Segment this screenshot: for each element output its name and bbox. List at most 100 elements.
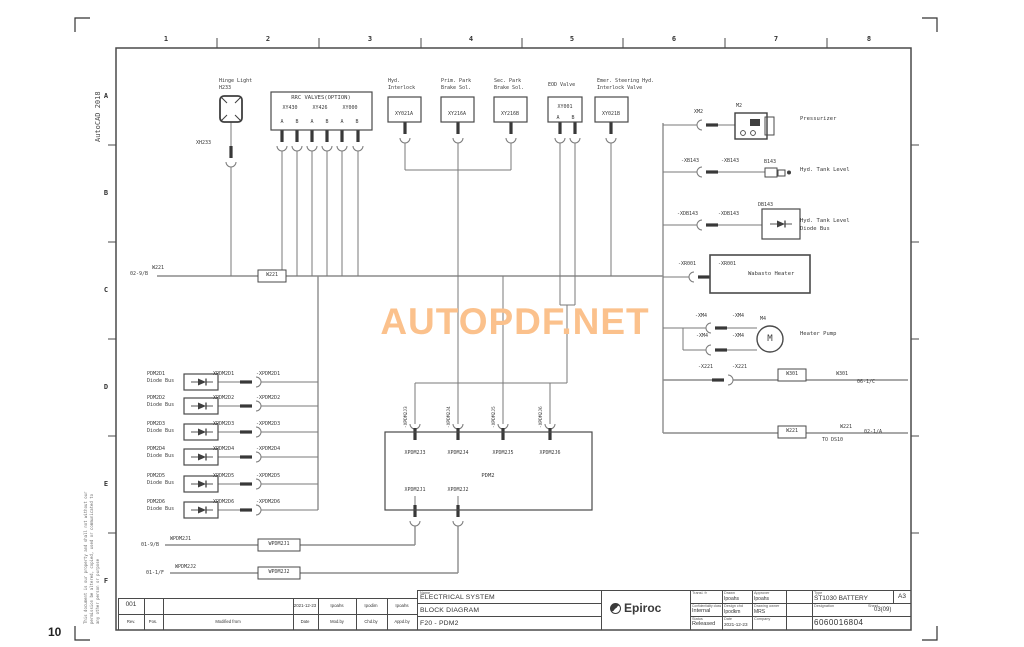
type-value: ST1030 BATTERY	[814, 595, 868, 602]
pdm2-wire-j5: -XPDM2J5	[492, 406, 497, 428]
status-value: Released	[692, 621, 716, 627]
pdm2d1-wire1: -XPDM2D1	[210, 371, 235, 377]
valve4-id: XY001	[557, 104, 573, 110]
wabasto-heater-label: Wabasto Heater	[748, 271, 795, 277]
drawing-owner-value: MRS	[754, 609, 766, 615]
pdm2-wire-j4: -XPDM2J4	[447, 406, 452, 428]
m4-motor-circle	[756, 325, 784, 353]
revision-header-date: Date	[300, 619, 310, 624]
pdm2d4-name: PDM2D4	[147, 446, 166, 452]
w301-tag: W301	[785, 371, 799, 377]
pdm2-conn-j6: XPDM2J6	[539, 450, 561, 456]
sheet-value: 03(09)	[874, 607, 892, 613]
pdm2d6-name: PDM2D6	[147, 499, 166, 505]
pdm2d2-wire2: -XPDM2D2	[256, 395, 281, 401]
designation-label: Designation	[814, 604, 835, 608]
approver-label: Approver	[754, 591, 770, 595]
m2-motor-details	[740, 119, 760, 136]
pdm2d4-sub: Diode Bus	[147, 453, 175, 459]
heater-pump-desc: Heater Pump	[800, 331, 837, 337]
grid-col-7: 7	[773, 35, 779, 43]
pdm2d1-wire2: -XPDM2D1	[256, 371, 281, 377]
transl-label: Transl. fr	[692, 591, 707, 595]
diode-bus-desc2: Diode Bus	[800, 226, 830, 232]
component-boxes	[183, 91, 811, 519]
hinge-light-id: H233	[219, 85, 232, 91]
valve4-terminal-b: B	[571, 115, 575, 121]
xr001-wire1: -XR001	[678, 261, 697, 267]
grid-col-8: 8	[866, 35, 872, 43]
pdm2-title: PDM2	[481, 473, 495, 479]
valve2-caption2: Brake Sol.	[441, 85, 472, 91]
drawn-value: Ipoahs	[724, 596, 740, 602]
bus-in-wire: W221	[152, 265, 165, 271]
valve1-caption2: Interlock	[388, 85, 416, 91]
b143-device-label: B143	[764, 159, 777, 165]
valve-xy216a-box	[440, 96, 475, 123]
grid-col-6: 6	[671, 35, 677, 43]
valve5-caption1: Emer. Steering Hyd.	[597, 78, 655, 84]
pdm2d6-wire1: -XPDM2D6	[210, 499, 235, 505]
corner-marks	[74, 17, 938, 641]
pdm2d1-name: PDM2D1	[147, 371, 166, 377]
valve4-caption: EOD Valve	[548, 82, 576, 88]
drawing-owner-label: Drawing owner	[754, 604, 780, 608]
valve3-caption1: Sec. Park	[494, 78, 522, 84]
w221-out-tag: W221	[785, 428, 799, 434]
wire-tag-boxes	[257, 269, 807, 580]
x221-wire2: -X221	[732, 364, 748, 370]
bus-lines	[157, 123, 908, 574]
valve5-caption2: Interlock Valve	[597, 85, 643, 91]
valve-xy216b-box	[493, 96, 528, 123]
w221-out-dest: TO DS10	[822, 437, 844, 443]
pdm2-conn-j1: XPDM2J1	[404, 487, 426, 493]
legal-text-line1: This document is our property and shall …	[83, 491, 88, 624]
company-label: Company	[754, 617, 771, 621]
diode-bus-desc1: Hyd. Tank Level	[800, 218, 850, 224]
pdm2-wire-j6: -XPDM2J6	[539, 406, 544, 428]
confidentiality-label: Confidentiality class acc.1102 A	[692, 604, 721, 608]
grid-col-5: 5	[569, 35, 575, 43]
revision-header-modby: Mod.by	[330, 619, 344, 624]
doc-title-line1: ELECTRICAL SYSTEM	[420, 594, 495, 601]
db143-device-label: DB143	[758, 202, 774, 208]
pdm2-conn-j5: XPDM2J5	[492, 450, 514, 456]
pdm2-wire-j3: -XPDM2J3	[404, 406, 409, 428]
m4-motor-letter: M	[767, 334, 773, 344]
revision-header-chdby: Chd.by	[364, 619, 378, 624]
design-chd-value: Ipodkm	[724, 609, 741, 615]
grid-row-c: C	[103, 286, 109, 294]
rrc-terminal: B	[355, 119, 359, 125]
w301-ref: 06-1/C	[857, 379, 876, 385]
wpdm2j2-wire: WPDM2J2	[175, 564, 197, 570]
approver-value: Ipoahs	[754, 596, 770, 602]
rrc-valve-xy426: XY426	[312, 105, 328, 111]
pdm2d2-sub: Diode Bus	[147, 402, 175, 408]
grid-row-a: A	[103, 92, 109, 100]
rrc-valves-box	[270, 91, 373, 131]
pdm2d1-sub: Diode Bus	[147, 378, 175, 384]
valve-xy021a-box	[387, 96, 422, 123]
valve5-id: XY021B	[601, 111, 621, 117]
rrc-terminal: A	[340, 119, 344, 125]
name-label: Name	[420, 591, 431, 595]
grid-row-d: D	[103, 383, 109, 391]
pdm2d4-wire2: -XPDM2D4	[256, 446, 281, 452]
pdm2d6-sub: Diode Bus	[147, 506, 175, 512]
x221-wire1: -X221	[698, 364, 714, 370]
wpdm2j2-ref: 01-1/F	[146, 570, 165, 576]
bus-in-ref: 02-9/B	[130, 271, 149, 277]
grid-row-e: E	[103, 480, 109, 488]
pdm2d6-wire2: -XPDM2D6	[256, 499, 281, 505]
grid-row-f: F	[103, 577, 109, 585]
wpdm2j1-wire: WPDM2J1	[170, 536, 192, 542]
type-label: Type	[814, 591, 823, 595]
autocad-version-label: AutoCAD 2018	[94, 91, 102, 142]
hinge-light-icon	[219, 95, 243, 123]
pdm2-conn-j2: XPDM2J2	[447, 487, 469, 493]
bus-in-tag: W221	[265, 272, 279, 278]
pdm2-box	[384, 431, 593, 511]
xm4-wire4: -XM4	[732, 333, 745, 339]
design-chd-label: Design chd	[724, 604, 743, 608]
